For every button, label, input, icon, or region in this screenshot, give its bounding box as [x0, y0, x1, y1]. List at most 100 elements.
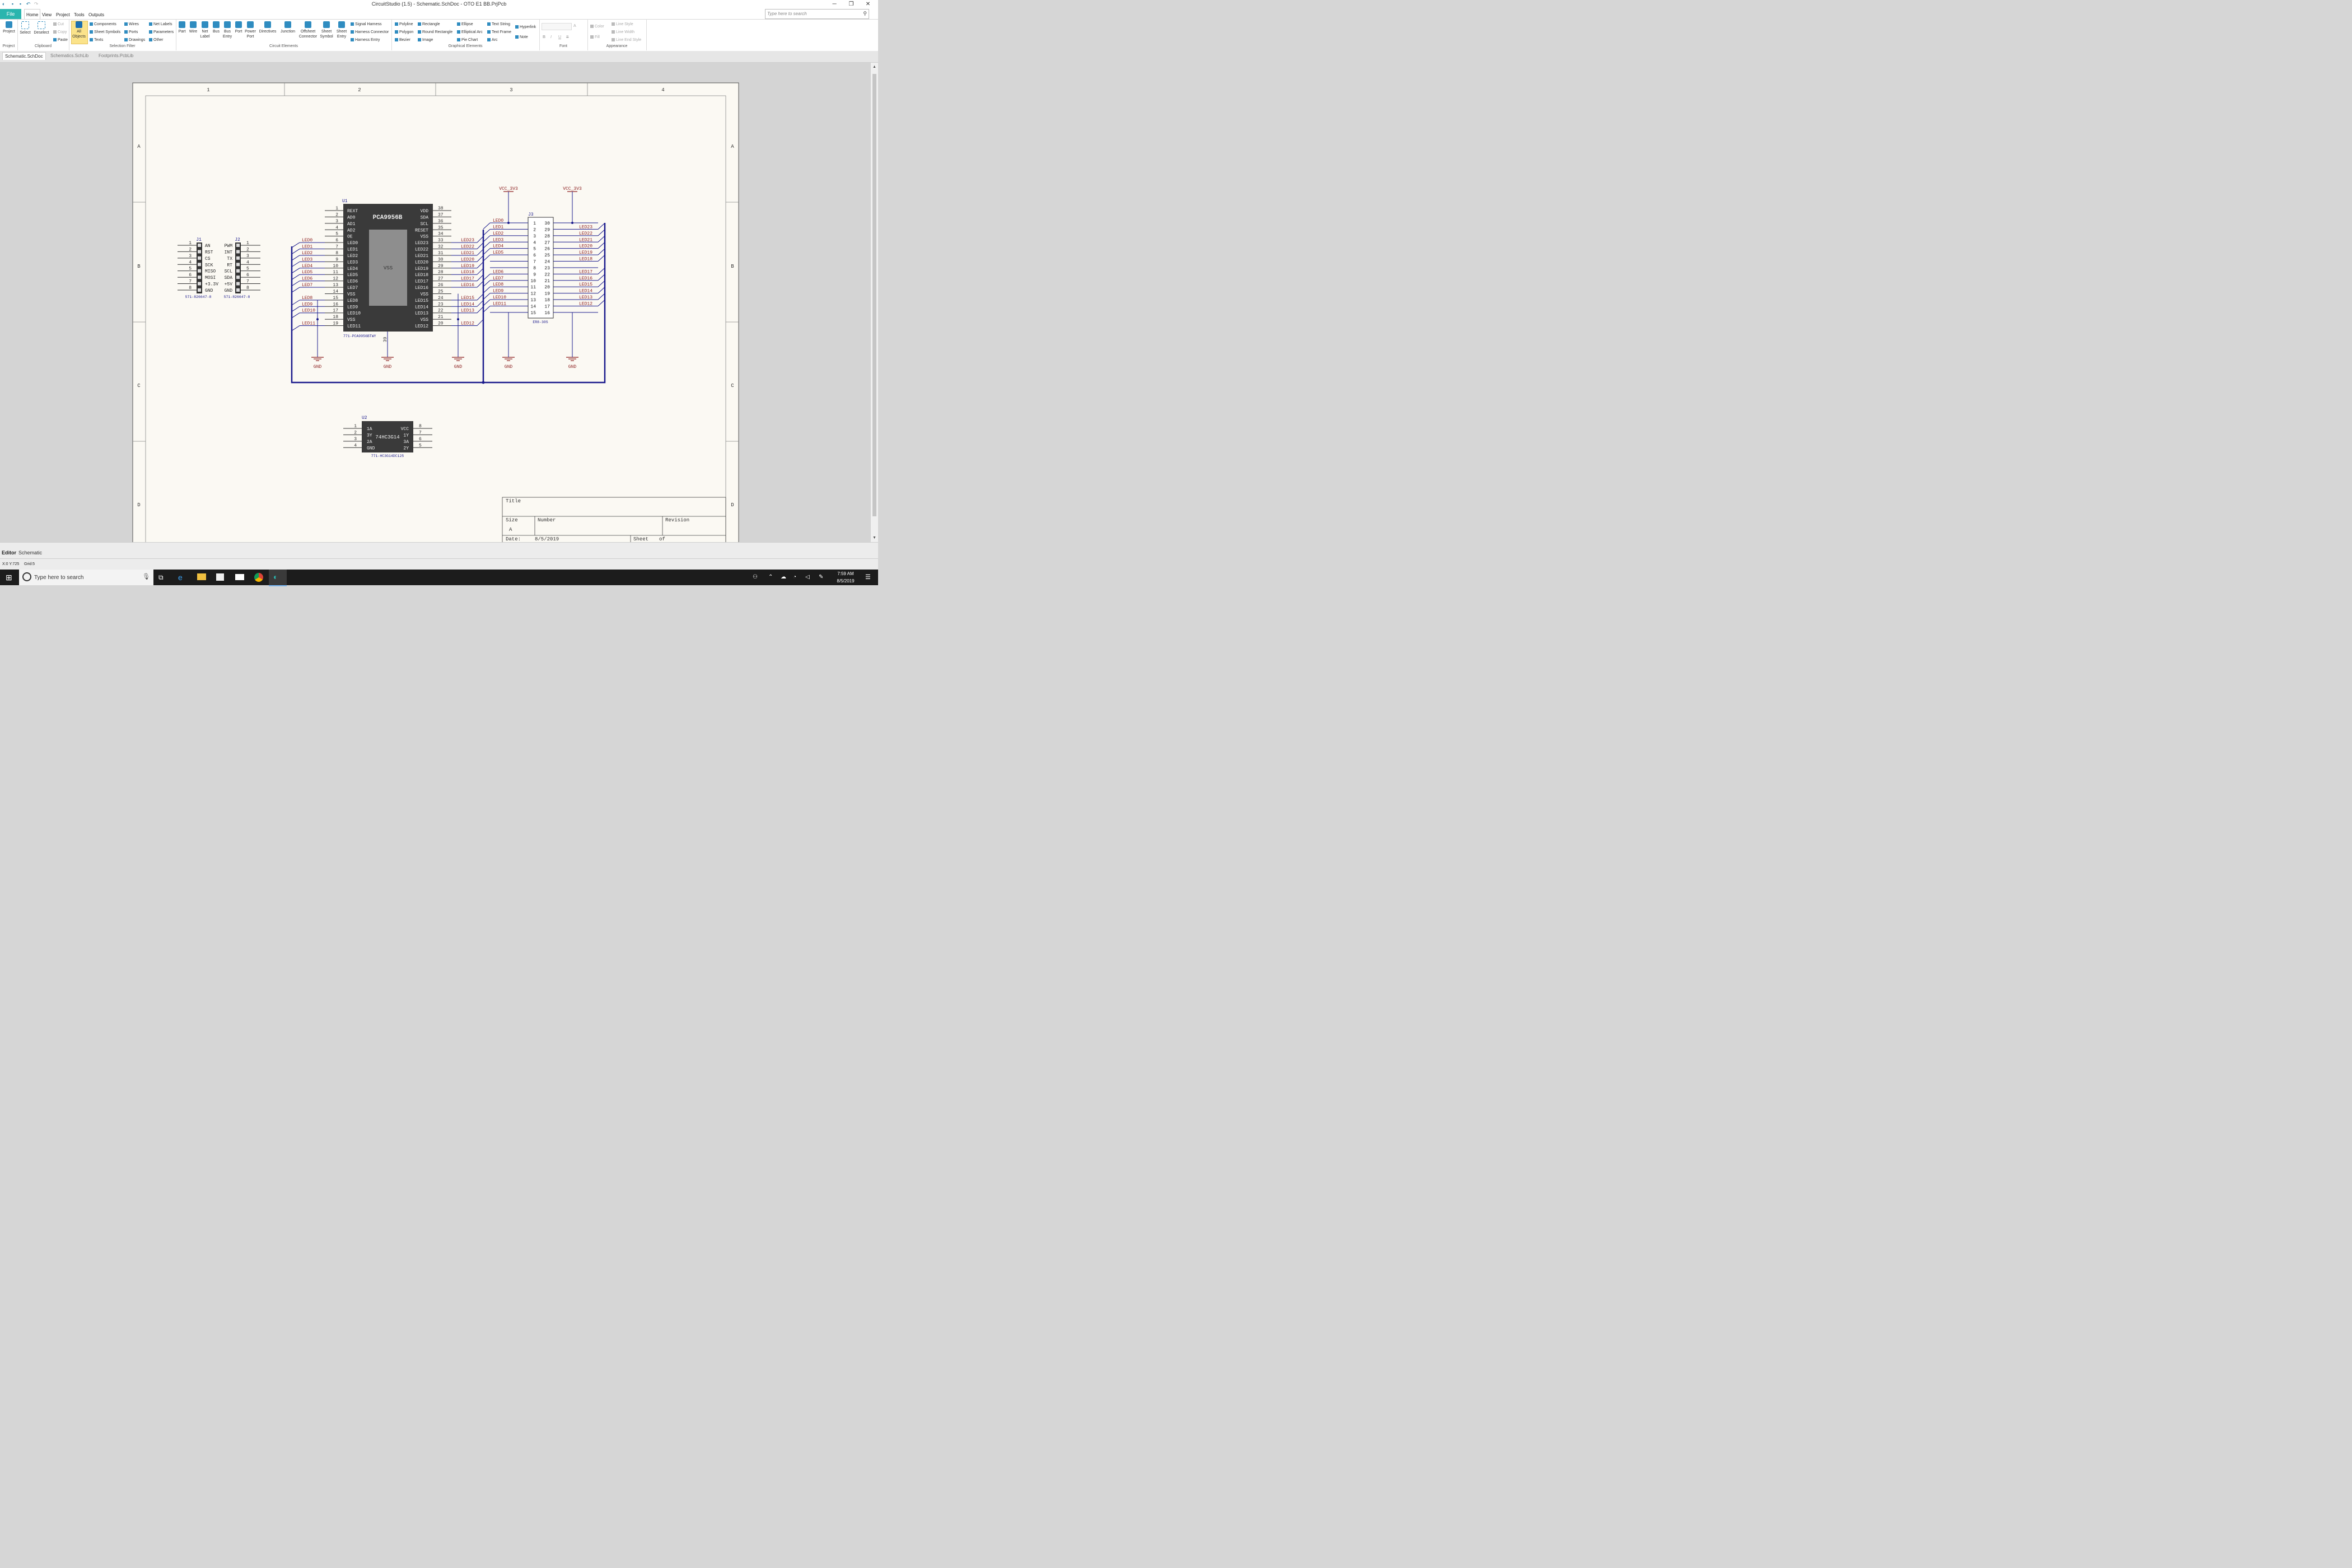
ellipse-button[interactable]: Ellipse	[457, 22, 473, 26]
network-icon[interactable]: ◔	[793, 574, 797, 580]
task-view-icon[interactable]: ⧉	[158, 573, 164, 581]
filter-drawings[interactable]: Drawings	[124, 38, 145, 42]
hyperlink-button[interactable]: Hyperlink	[515, 25, 536, 29]
text-frame-button[interactable]: Text Frame	[487, 30, 511, 34]
tab-schematics-schlib[interactable]: Schematics.SchLib	[50, 53, 89, 58]
mail-icon[interactable]	[235, 574, 244, 580]
search-input[interactable]: Type here to search ⚲	[765, 9, 869, 19]
polygon-button[interactable]: Polygon	[395, 30, 413, 34]
tab-schematic[interactable]: Schematic	[18, 550, 43, 556]
fill-button[interactable]: Fill	[590, 35, 600, 39]
vertical-scrollbar[interactable]: ▲ ▼	[871, 63, 878, 542]
j1-body[interactable]	[197, 242, 202, 293]
pie-chart-button[interactable]: Pie Chart	[457, 38, 478, 42]
volume-icon[interactable]: ◁	[805, 574, 810, 580]
schematic-drawing[interactable]: 1 2 3 4 A B C D A B C D Title Size A Num…	[0, 63, 871, 542]
clock-time[interactable]: 7:59 AM	[837, 571, 854, 576]
redo-icon[interactable]: ↷	[34, 1, 39, 7]
place-part-button[interactable]: Part	[177, 21, 187, 34]
clock-date[interactable]: 8/5/2019	[837, 578, 855, 584]
minimize-button[interactable]: ─	[832, 1, 837, 7]
chrome-icon[interactable]	[254, 573, 263, 582]
filter-components[interactable]: Components	[90, 22, 116, 26]
directives-button[interactable]: Directives	[258, 21, 278, 34]
file-menu[interactable]: File	[0, 9, 21, 19]
onedrive-icon[interactable]: ☁	[781, 574, 786, 580]
line-width-button[interactable]: Line Width	[612, 30, 634, 34]
menu-view[interactable]: View	[42, 12, 52, 17]
store-icon[interactable]	[216, 573, 224, 581]
select-button[interactable]: Select	[18, 21, 32, 35]
microphone-icon[interactable]: 🎙	[142, 573, 150, 580]
place-bus-button[interactable]: Bus	[211, 21, 221, 34]
show-hidden-icons[interactable]: ⌃	[768, 574, 773, 580]
menu-project[interactable]: Project	[56, 12, 70, 17]
filter-other[interactable]: Other	[149, 38, 164, 42]
tab-editor[interactable]: Editor	[2, 550, 16, 556]
close-button[interactable]: ✕	[865, 1, 871, 7]
harness-connector-button[interactable]: Harness Connector	[351, 30, 389, 34]
note-button[interactable]: Note	[515, 35, 528, 39]
search-icon[interactable]: ⚲	[863, 11, 867, 16]
image-button[interactable]: Image	[418, 38, 433, 42]
font-name-dropdown[interactable]	[542, 23, 572, 30]
undo-icon[interactable]: ↶	[26, 1, 31, 7]
pen-icon[interactable]: ✎	[819, 574, 824, 580]
filter-texts[interactable]: Texts	[90, 38, 103, 42]
menu-home[interactable]: Home	[24, 9, 41, 20]
signal-harness-button[interactable]: Signal Harness	[351, 22, 381, 26]
place-junction-button[interactable]: Junction	[278, 21, 297, 34]
menu-outputs[interactable]: Outputs	[88, 12, 105, 17]
line-end-style-button[interactable]: Line End Style	[612, 38, 641, 42]
round-rectangle-button[interactable]: Round Rectangle	[418, 30, 452, 34]
font-size-button[interactable]: A	[573, 24, 576, 28]
tab-footprints-pcblib[interactable]: Footprints.PcbLib	[99, 53, 134, 58]
taskbar-search-box[interactable]: Type here to search 🎙	[19, 570, 153, 585]
polyline-button[interactable]: Polyline	[395, 22, 413, 26]
people-icon[interactable]: ⚇	[753, 574, 758, 580]
menu-tools[interactable]: Tools	[74, 12, 85, 17]
windows-start-icon[interactable]: ⊞	[6, 573, 12, 582]
filter-ports[interactable]: Ports	[124, 30, 138, 34]
circuitstudio-taskbar-icon[interactable]: ◐	[269, 570, 287, 586]
elliptical-arc-button[interactable]: Elliptical Arc	[457, 30, 483, 34]
scroll-down-icon[interactable]: ▼	[872, 536, 876, 540]
place-port-button[interactable]: Port	[234, 21, 244, 34]
file-explorer-icon[interactable]	[197, 573, 206, 580]
underline-button[interactable]: U	[558, 35, 562, 39]
filter-parameters[interactable]: Parameters	[149, 30, 174, 34]
filter-net-labels[interactable]: Net Labels	[149, 22, 172, 26]
save-all-icon[interactable]: ▪	[19, 1, 22, 7]
filter-sheet-symbols[interactable]: Sheet Symbols	[90, 30, 120, 34]
scroll-thumb[interactable]	[872, 74, 876, 516]
rectangle-button[interactable]: Rectangle	[418, 22, 440, 26]
save-icon[interactable]: ▪	[11, 1, 14, 7]
schematic-canvas[interactable]: 1 2 3 4 A B C D A B C D Title Size A Num…	[0, 63, 871, 542]
j2-body[interactable]	[235, 242, 241, 293]
copy-button[interactable]: Copy	[53, 30, 67, 34]
harness-entry-button[interactable]: Harness Entry	[351, 38, 380, 42]
line-style-button[interactable]: Line Style	[612, 22, 633, 26]
restore-button[interactable]: ❐	[848, 1, 854, 7]
arc-button[interactable]: Arc	[487, 38, 498, 42]
edge-icon[interactable]: e	[178, 573, 183, 582]
bezier-button[interactable]: Bezier	[395, 38, 410, 42]
tab-schematic-schdoc[interactable]: Schematic.SchDoc	[2, 52, 46, 60]
italic-button[interactable]: I	[550, 35, 552, 39]
filter-wires[interactable]: Wires	[124, 22, 139, 26]
project-button[interactable]: Project	[2, 21, 16, 34]
color-button[interactable]: Color	[590, 25, 604, 29]
notifications-icon[interactable]: ☰	[865, 574, 871, 581]
bold-button[interactable]: B	[543, 35, 546, 39]
u2-body[interactable]	[362, 421, 413, 452]
deselect-button[interactable]: Deselect	[33, 21, 50, 35]
scroll-up-icon[interactable]: ▲	[872, 65, 876, 69]
text-string-button[interactable]: Text String	[487, 22, 510, 26]
place-wire-button[interactable]: Wire	[188, 21, 199, 34]
